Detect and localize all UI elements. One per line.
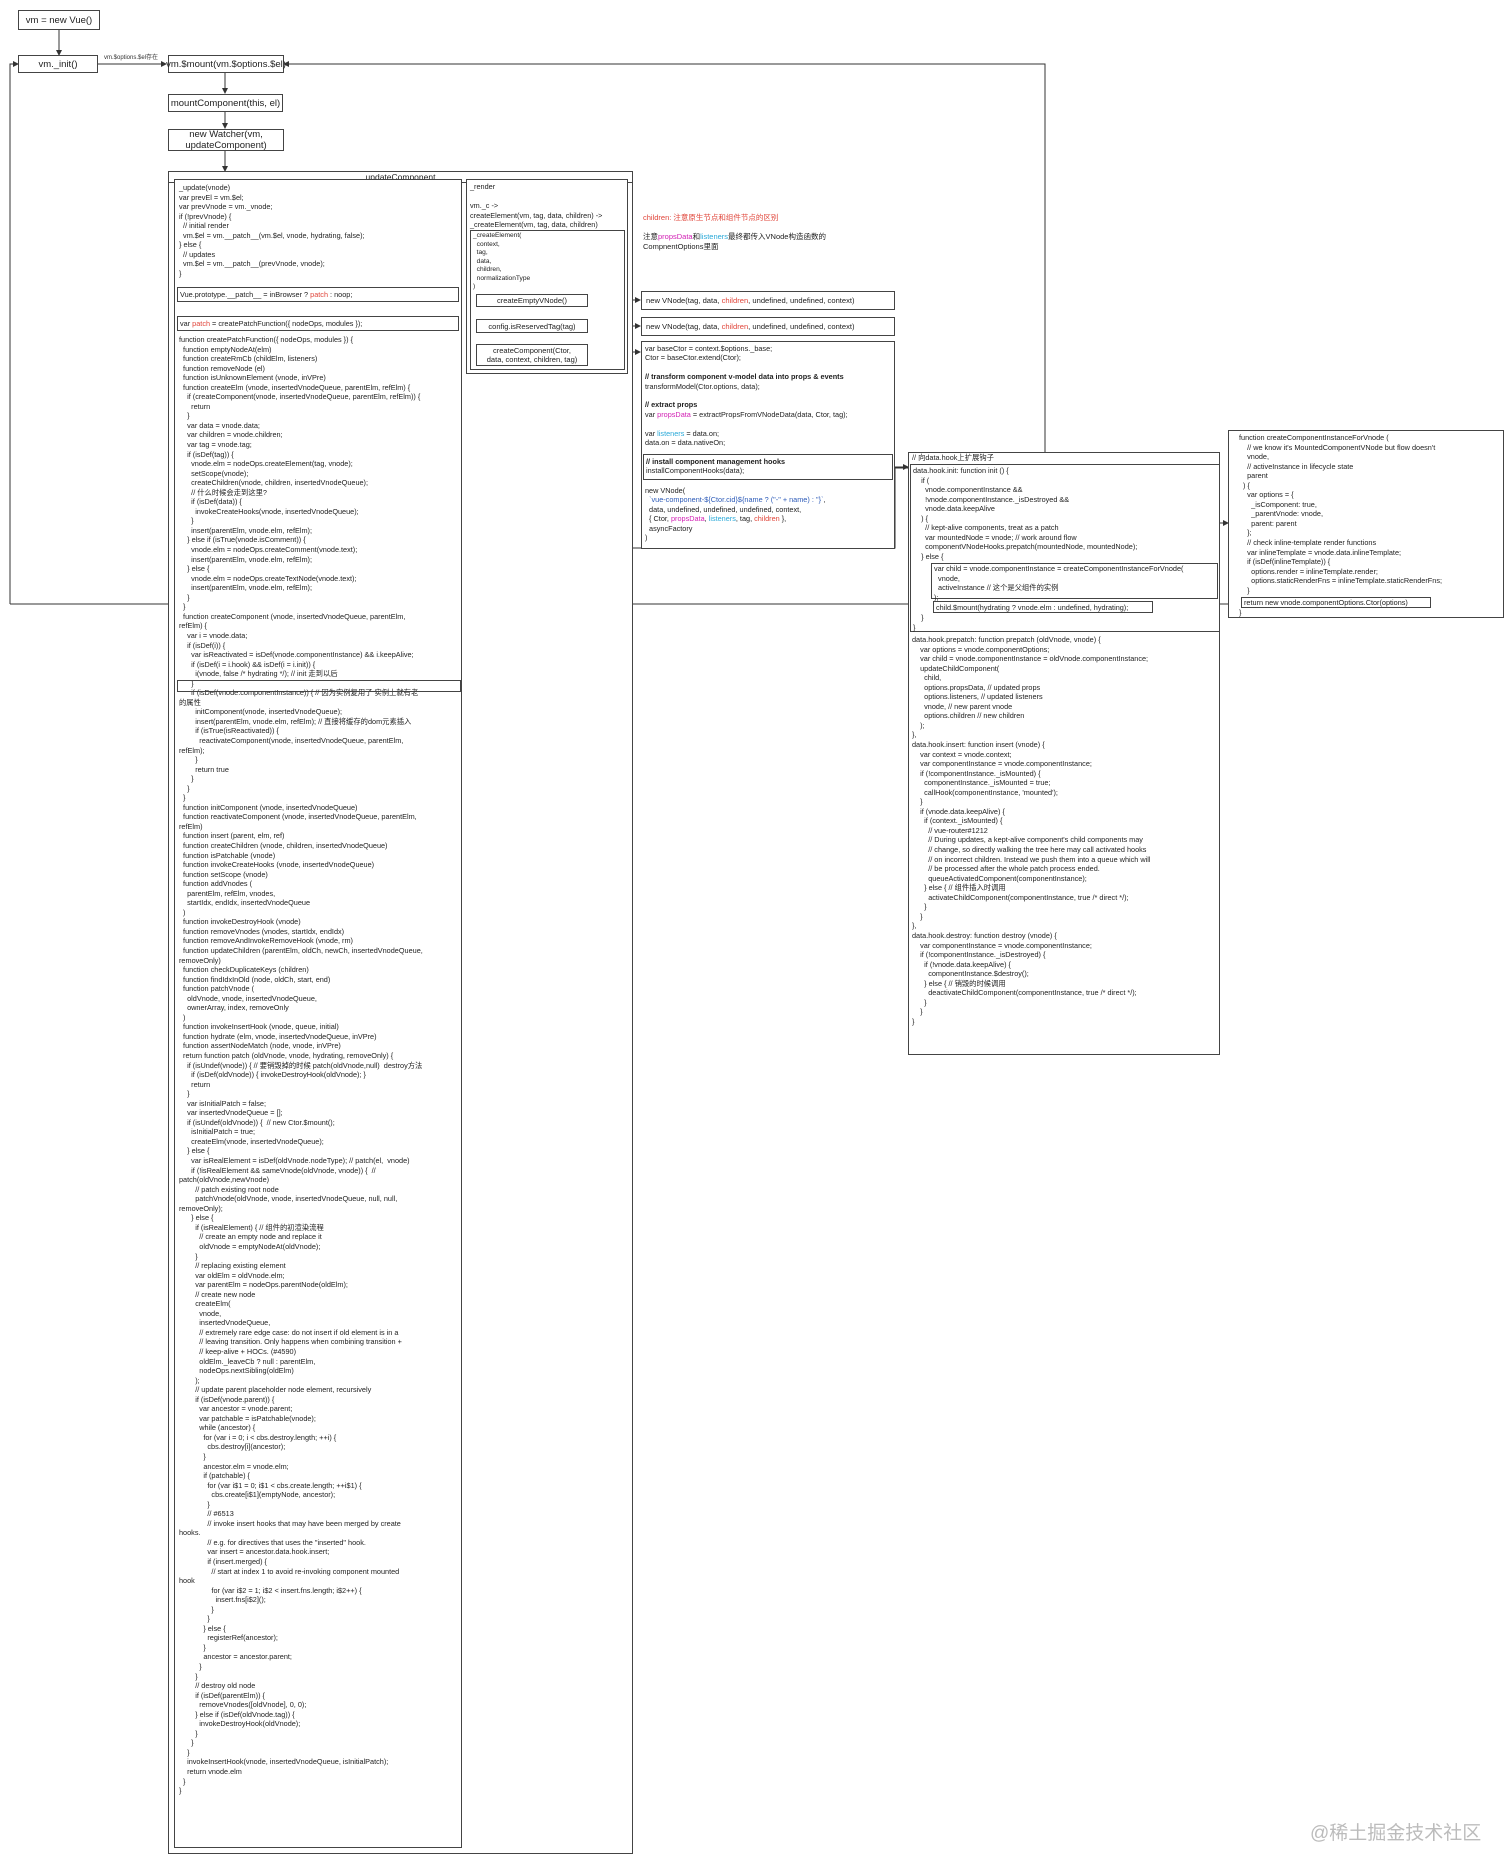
child-instance-code: var child = vnode.componentInstance = cr… — [934, 564, 1184, 602]
props-note-c: 和 — [692, 232, 701, 241]
watermark: @稀土掘金技术社区 — [1310, 1823, 1482, 1844]
update-code: _update(vnode) var prevEl = vm.$el; var … — [179, 183, 365, 278]
is-reserved-tag-box: config.isReservedTag(tag) — [476, 319, 588, 333]
mount-component-label: mountComponent(this, el) — [170, 97, 281, 109]
install-hooks-call: installComponentHooks(data); — [646, 466, 745, 476]
render-panel: _render vm._c -> createElement(vm, tag, … — [466, 179, 628, 374]
create-component-box: createComponent(Ctor, data, context, chi… — [476, 344, 588, 366]
cv-vnode-line1: new VNode( — [645, 486, 686, 495]
cv-vnode-line4-g: }, — [779, 514, 787, 524]
child-mount-code: child.$mount(hydrating ? vnode.elm : und… — [936, 603, 1129, 612]
vnode1-c: , undefined, undefined, context) — [748, 296, 855, 305]
vnode2-c: , undefined, undefined, context) — [748, 322, 855, 331]
create-element-params: _createElement( context, tag, data, chil… — [473, 232, 531, 290]
hook-rest-code: data.hook.prepatch: function prepatch (o… — [912, 635, 1151, 1026]
props-note-propsdata: propsData — [658, 232, 693, 241]
cv-line2: Ctor = baseCtor.extend(Ctor); — [645, 353, 741, 363]
new-vue-label: vm = new Vue() — [25, 14, 93, 26]
props-note: 注意propsData和listeners最终都传入VNode构造函数的 Comp… — [643, 232, 826, 252]
var-patch-box: var patch = createPatchFunction({ nodeOp… — [177, 316, 459, 331]
create-instance-panel: function createComponentInstanceForVnode… — [1228, 430, 1504, 618]
patch-code-panel: _update(vnode) var prevEl = vm.$el; var … — [174, 179, 462, 1848]
cv-line7-a: var — [645, 428, 658, 438]
var-patch-text-c: = createPatchFunction({ nodeOps, modules… — [210, 319, 363, 328]
vm-init-label: vm._init() — [38, 58, 78, 70]
return-ctor-box: return new vnode.componentOptions.Ctor(o… — [1241, 597, 1431, 608]
vnode2-children: children — [721, 322, 749, 331]
child-instance-box: var child = vnode.componentInstance = cr… — [931, 563, 1218, 602]
create-component-label: createComponent(Ctor, data, context, chi… — [486, 346, 578, 364]
new-vue-node: vm = new Vue() — [18, 10, 100, 30]
cv-line6-propsdata: propsData — [657, 409, 691, 419]
cv-vnode-line4-children: children — [754, 514, 780, 524]
cv-vnode-line5: asyncFactory — [645, 523, 693, 533]
cv-vnode-line4-listeners: listeners — [708, 514, 736, 524]
hook-init-tail: } } — [913, 613, 924, 632]
create-patch-function-code: function createPatchFunction({ nodeOps, … — [179, 335, 423, 1796]
component-hooks-panel: // 向data.hook上扩展钩子 data.hook.init: funct… — [908, 452, 1220, 1055]
vnode-empty-box: new VNode(tag, data, children, undefined… — [641, 291, 895, 310]
hook-init-call-highlight — [177, 680, 461, 692]
install-hooks-comment: // install component management hooks — [646, 457, 786, 466]
arrow-right-to-mount — [283, 61, 1046, 604]
cv-line6-a: var — [645, 409, 658, 419]
children-note: children: 注意原生节点和组件节点的区别 — [643, 213, 779, 222]
proto-patch-text-a: Vue.prototype.__patch__ = inBrowser ? — [180, 290, 311, 299]
mount-condition-label: vm.$options.$el存在 — [104, 55, 159, 61]
var-patch-text-a: var — [180, 319, 193, 328]
cv-line8: data.on = data.nativeOn; — [645, 438, 726, 448]
hooks-title: // 向data.hook上扩展钩子 — [912, 453, 994, 462]
vm-mount-node: vm.$mount(vm.$options.$el) — [166, 55, 286, 73]
props-note-f: CompnentOptions里面 — [643, 242, 719, 251]
is-reserved-tag-label: config.isReservedTag(tag) — [488, 321, 576, 331]
cv-vnode-line2-c: , — [823, 495, 826, 505]
component-vnode-panel: var baseCtor = context.$options._base; C… — [641, 341, 895, 549]
vnode-reserved-box: new VNode(tag, data, children, undefined… — [641, 317, 895, 336]
cv-vnode-line6: ) — [645, 533, 648, 543]
cv-vnode-line4-e: , tag, — [735, 514, 755, 524]
hook-init-box: data.hook.init: function init () { if ( … — [910, 464, 1220, 632]
proto-patch-box: Vue.prototype.__patch__ = inBrowser ? pa… — [177, 287, 459, 302]
vnode2-a: new VNode(tag, data, — [646, 322, 722, 331]
create-empty-vnode-label: createEmptyVNode() — [496, 296, 568, 305]
proto-patch-keyword: patch — [310, 290, 329, 299]
mount-component-node: mountComponent(this, el) — [168, 94, 283, 112]
cv-line7-listeners: listeners — [657, 428, 685, 438]
create-instance-code: function createComponentInstanceForVnode… — [1239, 433, 1442, 595]
cv-vnode-line4-propsdata: propsData — [670, 514, 705, 524]
install-hooks-box: // install component management hooks in… — [643, 454, 893, 480]
cv-line7-c: = data.on; — [684, 428, 720, 438]
cv-line4: transformModel(Ctor.options, data); — [645, 381, 760, 391]
cv-line5: // extract props — [645, 400, 698, 410]
vnode1-children: children — [721, 296, 749, 305]
proto-patch-text-c: : noop; — [328, 290, 353, 299]
child-mount-box: child.$mount(hydrating ? vnode.elm : und… — [933, 601, 1153, 613]
vm-mount-label: vm.$mount(vm.$options.$el) — [166, 58, 286, 70]
cv-vnode-line4-c: , — [704, 514, 709, 524]
cv-vnode-line2-tag: `vue-component-${Ctor.cid}${name ? ("-" … — [649, 495, 824, 505]
cv-line3: // transform component v-model data into… — [645, 372, 844, 382]
var-patch-keyword: patch — [192, 319, 211, 328]
create-instance-close: } — [1239, 608, 1242, 617]
hook-init-code: data.hook.init: function init () { if ( … — [913, 466, 1138, 561]
arrow-back-to-init — [9, 61, 19, 604]
create-element-panel: _createElement( context, tag, data, chil… — [470, 230, 625, 370]
render-code: _render vm._c -> createElement(vm, tag, … — [470, 182, 603, 230]
vnode1-a: new VNode(tag, data, — [646, 296, 722, 305]
cv-line6-c: = extractPropsFromVNodeData(data, Ctor, … — [690, 409, 848, 419]
props-note-e: 最终都传入VNode构造函数的 — [728, 232, 826, 241]
new-watcher-node: new Watcher(vm, updateComponent) — [168, 129, 284, 151]
props-note-a: 注意 — [643, 232, 658, 241]
cv-vnode-line4-a: { Ctor, — [645, 514, 671, 524]
props-note-listeners: listeners — [700, 232, 729, 241]
create-empty-vnode-box: createEmptyVNode() — [476, 294, 588, 307]
new-watcher-label: new Watcher(vm, updateComponent) — [185, 129, 267, 151]
cv-line1: var baseCtor = context.$options._base; — [645, 344, 773, 353]
cv-vnode-line3: data, undefined, undefined, undefined, c… — [645, 504, 802, 514]
return-ctor-code: return new vnode.componentOptions.Ctor(o… — [1244, 598, 1408, 607]
vm-init-node: vm._init() — [18, 55, 98, 73]
